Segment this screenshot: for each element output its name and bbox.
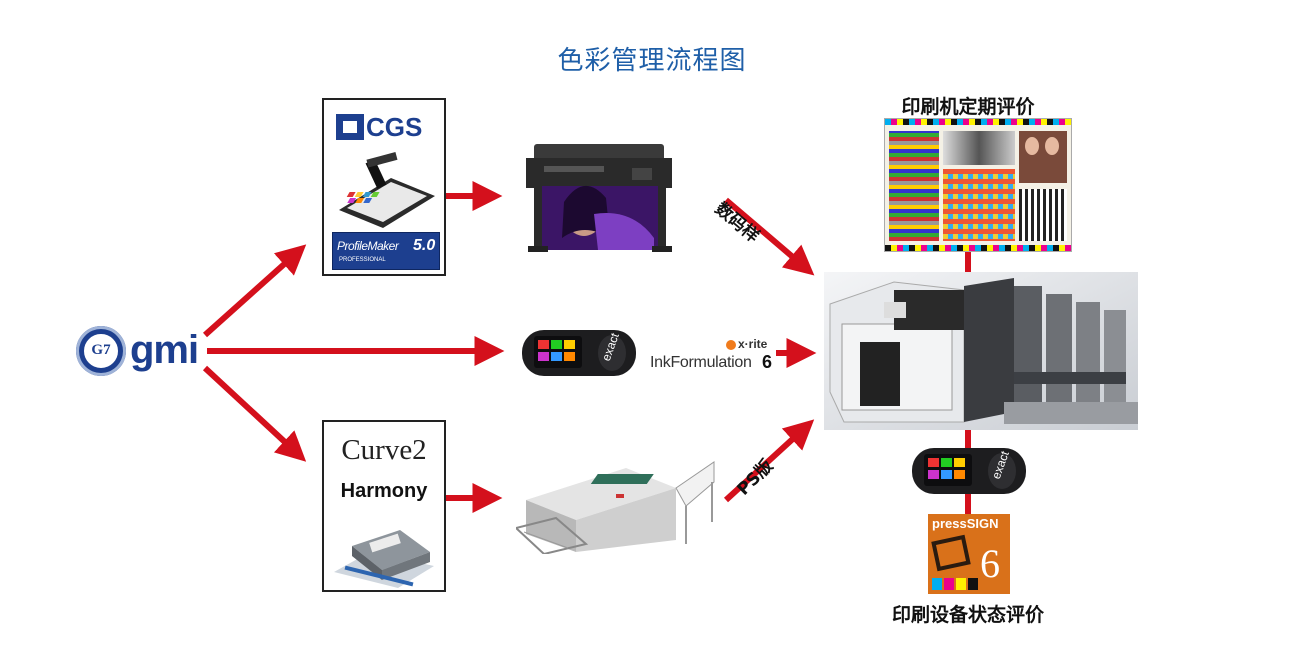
- gmi-logo: G7 gmi: [76, 326, 199, 378]
- spectro-scanner-icon: [339, 151, 435, 228]
- platesetter-icon: [516, 461, 715, 554]
- xrite-inkformulation-logo: x·rite InkFormulation 6: [650, 337, 776, 377]
- presssign-name: pressSIGN: [932, 516, 999, 531]
- gmi-wordmark: gmi: [130, 328, 199, 372]
- profilemaker-version: 5.0: [413, 237, 436, 254]
- handheld-spectro-right-icon: [912, 448, 1026, 494]
- inkformulation-version: 6: [762, 352, 773, 372]
- spectrophotometer-icon: [334, 530, 434, 588]
- press-test-chart: [884, 118, 1072, 252]
- presssign-loupe-icon: [931, 534, 971, 572]
- inkformulation-name: InkFormulation: [650, 354, 752, 371]
- heading-press-status: 印刷设备状态评价: [891, 604, 1044, 626]
- presssign-box: pressSIGN 6: [928, 514, 1010, 594]
- cgs-logo: CGS: [336, 112, 436, 142]
- xrite-mark-icon: [726, 340, 736, 350]
- arrow-gmi-to-curve: [202, 365, 307, 462]
- profilemaker-name: ProfileMaker: [337, 239, 399, 253]
- arrow-gmi-to-cgs: [202, 244, 307, 338]
- handheld-spectro-icon: [522, 330, 636, 376]
- curve2-label: Curve2: [341, 434, 427, 466]
- profilemaker-badge: ProfileMaker 5.0 PROFESSIONAL: [332, 232, 440, 270]
- arrow-platesetter-to-press: [723, 419, 815, 503]
- g7-badge-text: G7: [91, 342, 111, 358]
- curve-harmony-box: Curve2 Harmony: [322, 420, 446, 592]
- cgs-mark-icon: [336, 114, 364, 140]
- cgs-profilemaker-box: CGS ProfileMaker 5.0 PROFESSIONAL: [322, 98, 446, 276]
- page-title: 色彩管理流程图: [557, 46, 747, 76]
- heading-press-periodic: 印刷机定期评价: [901, 96, 1035, 118]
- arrow-printer-to-press: [724, 197, 815, 276]
- offset-press-icon: [824, 272, 1138, 430]
- profilemaker-edition: PROFESSIONAL: [339, 257, 386, 263]
- wide-format-printer-icon: [526, 144, 672, 252]
- harmony-label: Harmony: [340, 480, 428, 502]
- presssign-version: 6: [980, 541, 1000, 586]
- xrite-brand: x·rite: [738, 337, 768, 351]
- g7-badge-icon: G7: [76, 326, 126, 376]
- cgs-brand: CGS: [366, 112, 423, 142]
